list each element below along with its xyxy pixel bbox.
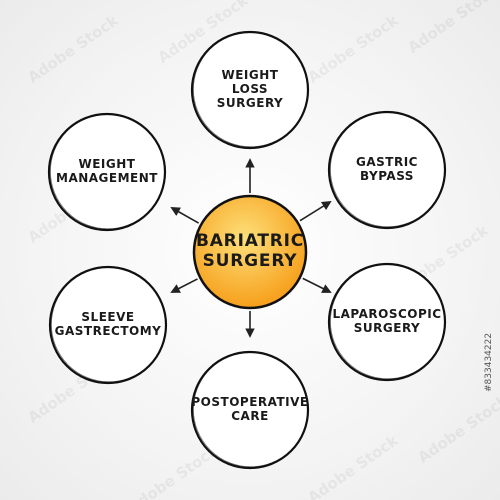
node-circle-sketch-gastric-bypass xyxy=(329,111,446,228)
node-circle-sketch-sleeve-gastrectomy xyxy=(51,266,167,383)
node-circle-sketch-weight-loss-surgery xyxy=(192,31,309,148)
node-label-weight-management: WEIGHT MANAGEMENT xyxy=(56,157,158,185)
stock-id: #833434222 xyxy=(484,332,494,392)
node-label-weight-loss-surgery: WEIGHT LOSS SURGERY xyxy=(216,68,284,110)
center-node-label: BARIATRIC SURGERY xyxy=(195,231,305,271)
connector-arrows xyxy=(170,158,332,338)
center-node-circle xyxy=(192,194,308,310)
outer-nodes xyxy=(47,30,447,470)
node-circle-sketch-weight-management xyxy=(50,113,166,230)
arrow-to-sleeve-gastrectomy xyxy=(170,278,198,293)
node-label-laparoscopic-surgery: LAPAROSCOPIC SURGERY xyxy=(332,307,442,335)
node-label-postoperative-care: POSTOPERATIVE CARE xyxy=(191,395,309,423)
node-circle-sketch-postoperative-care xyxy=(192,351,309,468)
node-label-sleeve-gastrectomy: SLEEVE GASTRECTOMY xyxy=(54,310,162,338)
node-circle-sketch-laparoscopic-surgery xyxy=(329,263,446,380)
arrow-to-laparoscopic-surgery xyxy=(302,277,332,293)
arrow-to-weight-management xyxy=(170,207,200,224)
arrow-to-gastric-bypass xyxy=(299,200,332,222)
node-label-gastric-bypass: GASTRIC BYPASS xyxy=(356,155,418,183)
